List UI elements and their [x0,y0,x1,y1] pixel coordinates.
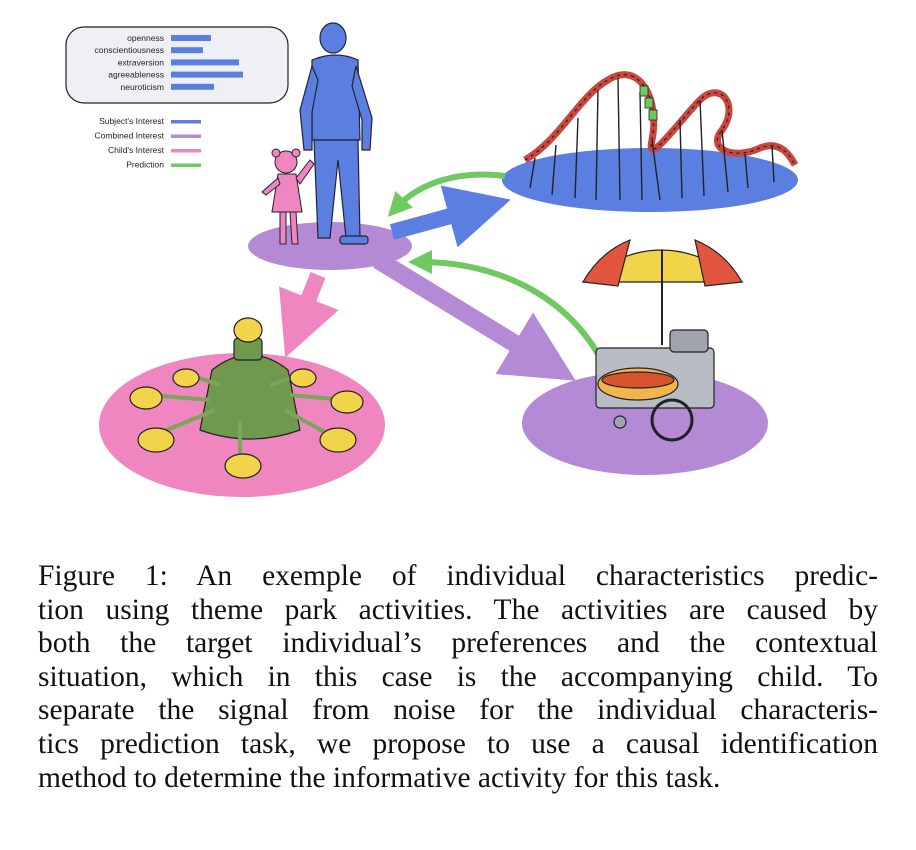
roller-coaster [523,71,799,201]
adult-figure [299,22,373,245]
caption-line-6: method to determine the informative acti… [38,761,721,794]
figure-caption: Figure 1: An exemple of individual chara… [38,560,878,795]
trait-label-3: agreeableness [108,70,164,80]
legend-swatch-1 [171,134,201,138]
caption-line-4: separate the signal from noise for the i… [38,694,878,727]
hotdog-cart [581,239,744,442]
trait-label-1: conscientiousness [95,45,164,55]
caption-line-1: tion using theme park activities. The ac… [38,593,878,626]
prediction-arrow-coaster [387,171,506,217]
legend-swatch-2 [171,149,201,153]
legend-label-0: Subject's Interest [99,116,165,126]
bee-carousel [129,317,364,479]
legend-swatch-0 [171,120,201,124]
coaster-base [502,148,798,212]
prediction-arrow-hotdog [408,250,601,356]
trait-bar-1 [171,47,203,54]
subject-interest-arrow [389,185,511,248]
caption-line-0: Figure 1: An exemple of individual chara… [38,560,878,592]
trait-label-2: extraversion [118,57,165,67]
legend-swatch-3 [171,163,201,167]
legend-label-2: Child's Interest [108,145,165,155]
trait-panel: openness conscientiousness extraversion agr… [65,26,289,104]
child-interest-arrow [279,272,339,358]
caption-line-3: situation, which in this case is the acc… [38,660,878,693]
child-figure [261,148,315,245]
trait-bar-2 [171,59,239,66]
trait-bar-4 [171,83,214,90]
legend-label-3: Prediction [126,160,164,170]
trait-bar-3 [171,71,243,78]
trait-label-0: openness [127,33,164,43]
trait-label-4: neuroticism [121,82,164,92]
trait-bar-0 [171,35,211,41]
combined-interest-arrow [373,252,576,381]
figure-illustration: openness conscientiousness extraversion agr… [65,22,799,497]
legend-label-1: Combined Interest [95,131,165,141]
subject-base [248,222,412,270]
caption-line-5: tics prediction task, we propose to use … [38,727,878,760]
caption-line-2: both the target individual’s preferences… [38,627,878,660]
